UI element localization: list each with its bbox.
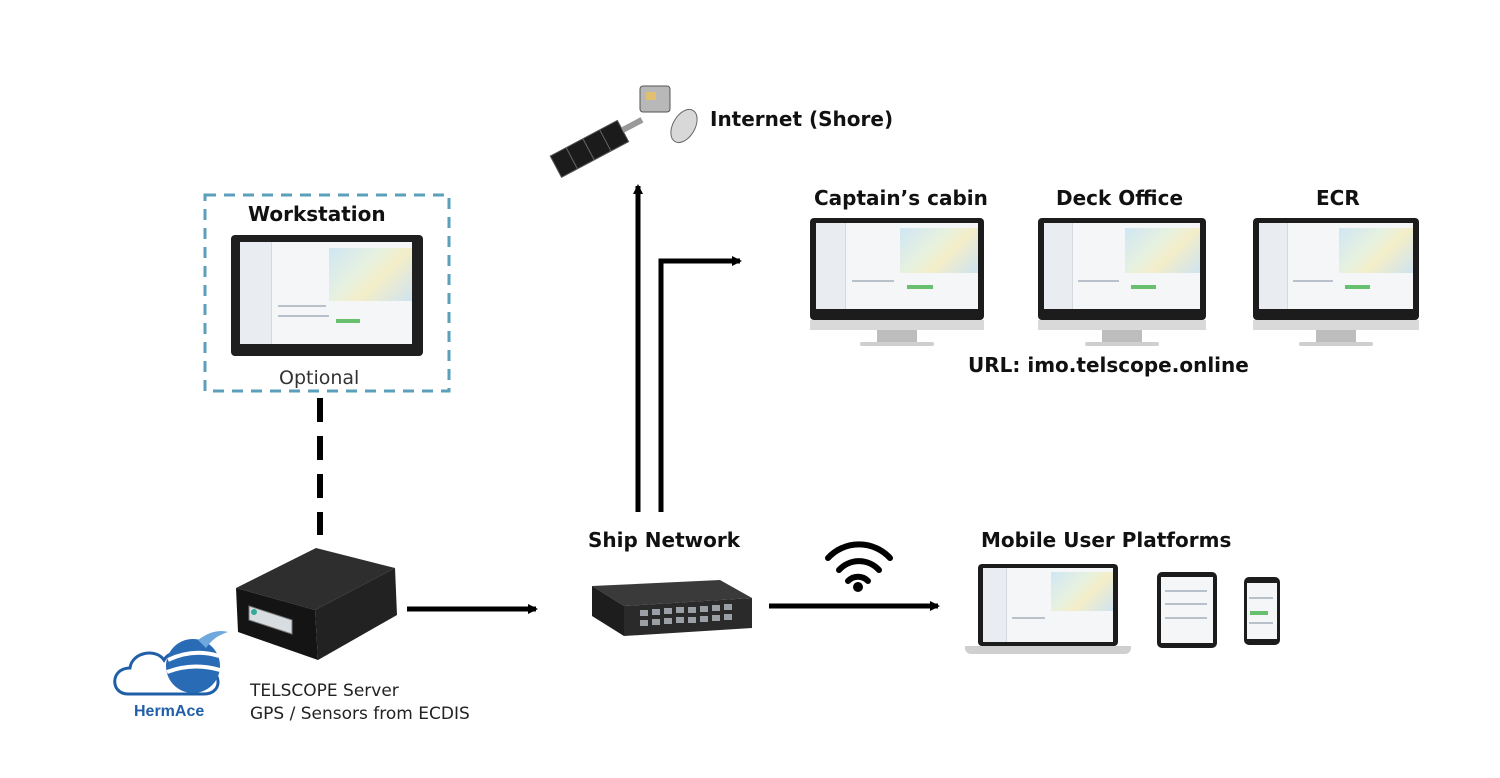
mobile-user-platforms-label: Mobile User Platforms [981, 528, 1232, 552]
captains-cabin-label: Captain’s cabin [814, 186, 988, 210]
server-sensors-label: GPS / Sensors from ECDIS [250, 704, 470, 724]
workstation-screen [240, 242, 412, 344]
internet-shore-label: Internet (Shore) [710, 107, 894, 131]
wifi-icon [825, 541, 893, 592]
laptop-device [965, 564, 1131, 656]
server-name-label: TELSCOPE Server [250, 681, 399, 701]
workstation-monitor [231, 235, 423, 356]
telscope-server-device [236, 548, 397, 660]
hermace-logo [113, 631, 228, 696]
ship-network-switch [592, 580, 752, 636]
deck-office-label: Deck Office [1056, 186, 1184, 210]
workstation-optional-box [203, 193, 451, 393]
optional-label: Optional [279, 367, 360, 389]
phone-device [1244, 577, 1280, 645]
hermace-logo-text: HermAce [134, 703, 205, 720]
switch-to-monitors-arrow [658, 256, 742, 512]
monitor-deck-office [1038, 218, 1206, 348]
ship-network-label: Ship Network [588, 528, 741, 552]
workstation-label: Workstation [248, 202, 386, 226]
monitor-captains-cabin [810, 218, 984, 348]
monitor-ecr [1253, 218, 1419, 348]
ecr-label: ECR [1316, 186, 1360, 210]
url-label: URL: imo.telscope.online [968, 353, 1249, 377]
satellite-icon [549, 85, 698, 178]
tablet-device [1157, 572, 1217, 648]
